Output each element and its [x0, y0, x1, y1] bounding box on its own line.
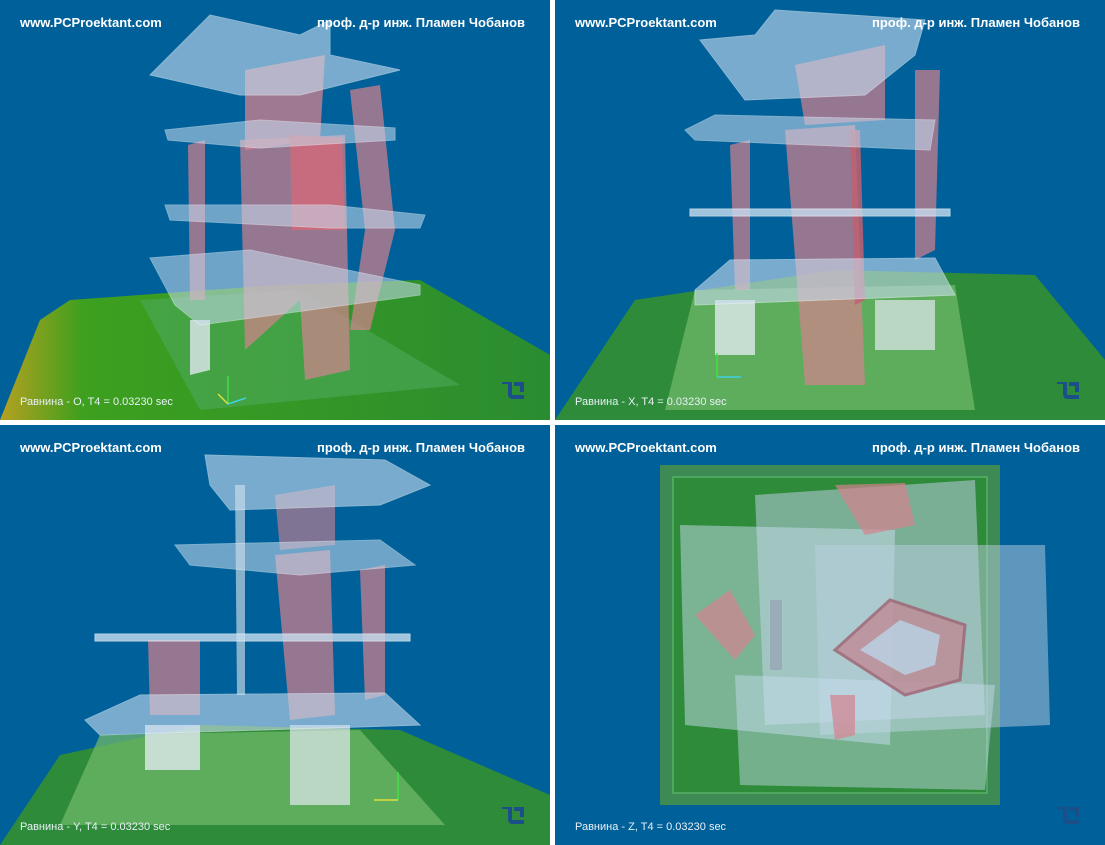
scene-z	[660, 465, 1050, 805]
author-name: проф. д-р инж. Пламен Чобанов	[871, 15, 1080, 30]
pc-proektant-logo-icon	[502, 807, 524, 824]
site-url[interactable]: www.PCProektant.com	[575, 15, 717, 30]
site-url[interactable]: www.PCProektant.com	[575, 440, 717, 455]
site-url[interactable]: www.PCProektant.com	[20, 440, 162, 455]
scene-y	[0, 454, 550, 845]
viewport-x[interactable]: www.PCProektant.com проф. д-р инж. Пламе…	[555, 0, 1105, 420]
coordinate-axes-icon	[217, 376, 247, 405]
pc-proektant-logo-icon	[502, 382, 524, 399]
view-caption-z: Равнина - Z, T4 = 0.03230 sec	[575, 821, 727, 833]
coordinate-axes-icon	[374, 772, 399, 801]
coordinate-axes-icon	[716, 353, 741, 378]
scene-x	[555, 9, 1105, 420]
view-caption-y: Равнина - Y, T4 = 0.03230 sec	[20, 821, 171, 833]
view-caption-x: Равнина - X, T4 = 0.03230 sec	[575, 396, 727, 408]
author-name: проф. д-р инж. Пламен Чобанов	[316, 15, 525, 30]
viewport-z[interactable]: www.PCProektant.com проф. д-р инж. Пламе…	[555, 425, 1105, 845]
viewport-o[interactable]: www.PCProektant.com проф. д-р инж. Пламе…	[0, 0, 550, 420]
pc-proektant-logo-icon	[1057, 382, 1079, 399]
site-url[interactable]: www.PCProektant.com	[20, 15, 162, 30]
view-caption-o: Равнина - O, T4 = 0.03230 sec	[20, 396, 173, 408]
author-name: проф. д-р инж. Пламен Чобанов	[871, 440, 1080, 455]
pc-proektant-logo-icon	[1057, 807, 1079, 824]
viewport-y[interactable]: www.PCProektant.com проф. д-р инж. Пламе…	[0, 425, 550, 845]
scene-o	[0, 14, 550, 420]
author-name: проф. д-р инж. Пламен Чобанов	[316, 440, 525, 455]
